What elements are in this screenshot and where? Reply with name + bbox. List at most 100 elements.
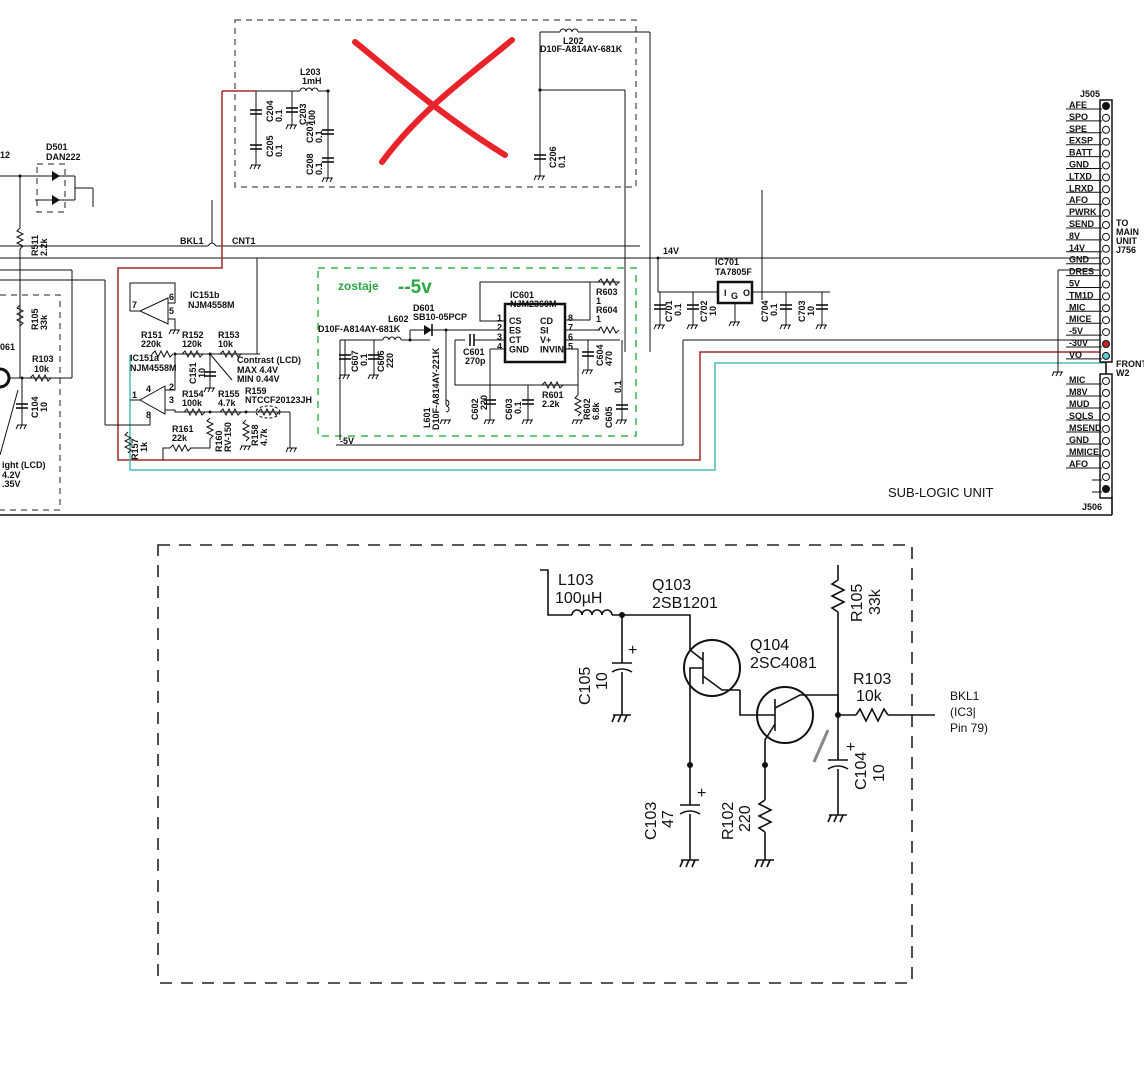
arrow-annotation <box>812 729 830 763</box>
bkl1-label: (IC3| <box>950 705 976 719</box>
red-x-annotation <box>379 37 515 165</box>
inductor-l602 <box>382 336 402 341</box>
c105-ref: C105 <box>577 667 594 705</box>
capacitor-c103 <box>679 804 701 815</box>
ground-icon <box>533 175 546 181</box>
opamp-ic151b <box>138 297 169 325</box>
connector-pin <box>1102 389 1110 397</box>
pin-number: 6 <box>169 292 174 302</box>
connector-pin <box>1102 173 1110 182</box>
j505-pin-label: -5V <box>1069 326 1083 336</box>
connector-pin <box>1102 244 1110 253</box>
r105-ref: R105 <box>849 584 866 622</box>
j505-pin-label: SPO <box>1069 112 1088 122</box>
r604-ref: R604 <box>596 305 618 315</box>
net-minus5v: -5V <box>340 436 354 446</box>
connector-pin <box>1102 256 1110 265</box>
net-14v: 14V <box>663 246 679 256</box>
r603-ref: R603 <box>596 287 618 297</box>
r154-value: 100k <box>182 398 203 408</box>
diode-d601 <box>424 325 432 335</box>
ground-icon <box>779 324 792 330</box>
c604-ref: C604 <box>595 344 605 366</box>
ground-icon <box>653 324 666 330</box>
to-main-label: J756 <box>1116 245 1136 255</box>
c206-value: 0.1 <box>557 155 567 168</box>
net-cnt1: CNT1 <box>232 236 256 246</box>
pin-number: 5 <box>568 342 573 352</box>
c207-ref: C207 <box>305 121 315 143</box>
red-trace <box>117 90 1105 461</box>
j505-pin-label: TM1D <box>1069 290 1094 300</box>
connector-pin <box>1102 137 1110 146</box>
r602-ref: R602 <box>582 398 592 420</box>
pin-number: 2 <box>169 382 174 392</box>
resistor-r604 <box>597 326 620 334</box>
j505-pin-label: AFE <box>1069 100 1087 110</box>
connector-pin <box>1102 102 1110 110</box>
c103-value: 47 <box>660 810 677 828</box>
svg-text:+: + <box>697 785 706 802</box>
capacitor-c104 <box>827 759 849 770</box>
opamp-ic151a <box>138 385 166 415</box>
c701-value: 0.1 <box>673 303 683 316</box>
connector-pin <box>1102 292 1110 301</box>
c103-ref: C103 <box>643 802 660 840</box>
j505-pin-label: AFO <box>1069 195 1088 205</box>
resistor-r158 <box>242 419 250 442</box>
pin-number: 8 <box>146 410 151 420</box>
ic151a-value: NJM4558M <box>130 363 177 373</box>
c606-value: 220 <box>385 353 395 368</box>
l103-ref: L103 <box>558 572 594 589</box>
r154-ref: R154 <box>182 389 204 399</box>
connector-pin <box>1102 161 1110 170</box>
connector-pin <box>1102 413 1110 421</box>
ic601-ref: IC601 <box>510 290 534 300</box>
j505-pin-label: 8V <box>1069 231 1080 241</box>
j506-pin-label: GND <box>1069 435 1090 445</box>
l103-value: 100µH <box>555 590 602 607</box>
ground-icon <box>168 329 181 335</box>
variable-resistor-r160 <box>206 417 214 440</box>
j505-pin-label: LTXD <box>1069 171 1092 181</box>
l203-ref: L203 <box>300 67 321 77</box>
pin-number: 7 <box>132 300 137 310</box>
ic151a-ref: IC151a <box>130 353 160 363</box>
removed-filter-module: L203 1mH C204 0.1 C205 0.1 C203 C203 100… <box>234 19 651 352</box>
connector-pin <box>1102 185 1110 194</box>
resistor-r602 <box>574 394 582 417</box>
contrast-min: MIN 0.44V <box>237 374 280 384</box>
resistor-r102 <box>758 799 772 833</box>
r155-ref: R155 <box>218 389 240 399</box>
r158-value: 4.7k <box>259 427 269 446</box>
r152-ref: R152 <box>182 330 204 340</box>
fragment-label: ight (LCD) <box>2 460 45 470</box>
resistor-r105 <box>831 579 845 613</box>
c703-ref: C703 <box>797 300 807 322</box>
pin-number: 4 <box>146 384 151 394</box>
connector-pin <box>1102 351 1110 360</box>
d501-value: DAN222 <box>46 152 81 162</box>
ground-icon <box>827 814 848 823</box>
svg-text:+: + <box>846 739 855 756</box>
ground-icon <box>15 424 28 430</box>
r157-value: 1k <box>139 441 149 452</box>
c208-value: 0.1 <box>314 162 324 175</box>
module-dashed-border <box>234 19 637 188</box>
connector-pin <box>1102 221 1110 229</box>
c603-ref: C603 <box>504 398 514 420</box>
connector-pin <box>1102 449 1110 457</box>
connector-pin <box>1102 340 1110 348</box>
connector-pin <box>1102 209 1110 218</box>
r105-ref: R105 <box>30 308 40 330</box>
contrast-max: MAX 4.4V <box>237 365 278 375</box>
q104-ref: Q104 <box>750 637 789 654</box>
inductor-l601 <box>445 399 450 413</box>
to-main-label: UNIT <box>1116 236 1137 246</box>
r102-value: 220 <box>737 805 754 832</box>
r151-ref: R151 <box>141 330 163 340</box>
r161-value: 22k <box>172 433 188 443</box>
j505-pin-label: SEND <box>1069 219 1095 229</box>
pin-number: 4 <box>497 342 502 352</box>
